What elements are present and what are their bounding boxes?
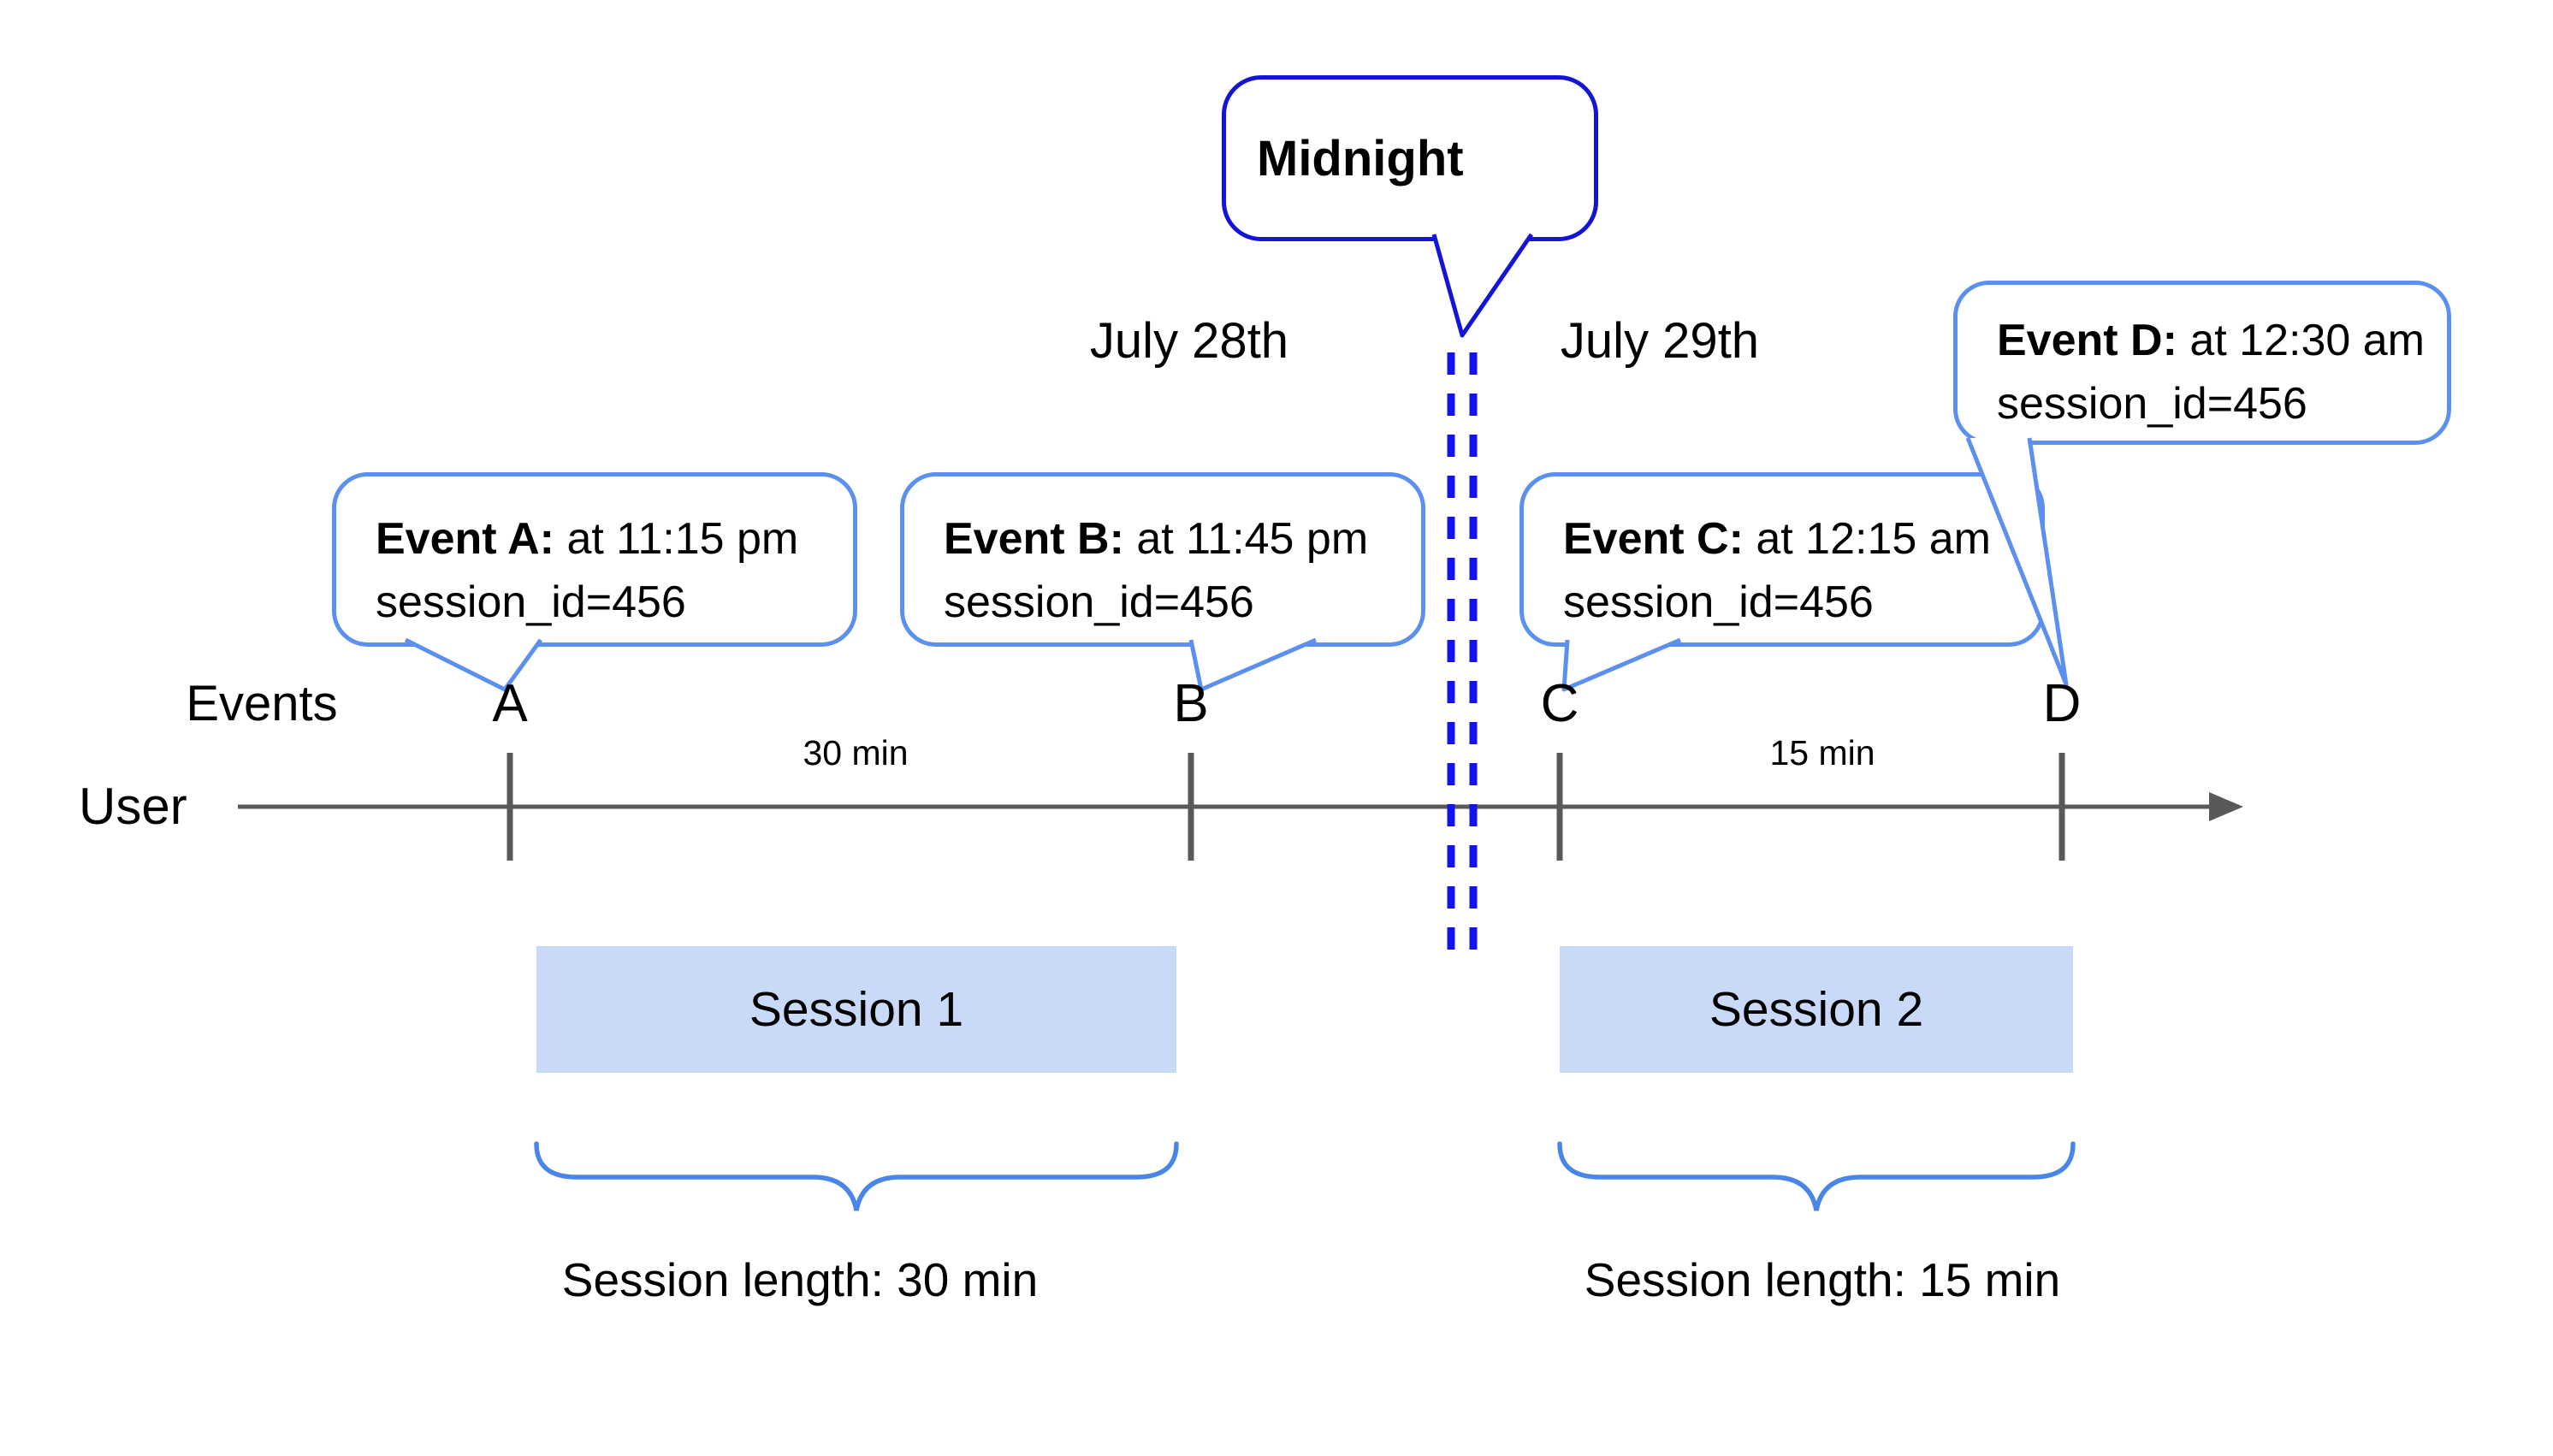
session1-brace bbox=[534, 1141, 1179, 1211]
event-a-callout-line2: session_id=456 bbox=[376, 577, 686, 627]
event-b-callout-line2: session_id=456 bbox=[944, 577, 1254, 627]
midnight-callout-tail bbox=[1431, 233, 1534, 338]
event-d-callout: Event D: at 12:30 am session_id=456 bbox=[1953, 281, 2451, 445]
date-label-july-28: July 28th bbox=[1089, 313, 1289, 369]
event-a-callout-line1: Event A: at 11:15 pm bbox=[376, 514, 799, 564]
midnight-label: Midnight bbox=[1257, 130, 1464, 186]
event-a-callout: Event A: at 11:15 pm session_id=456 bbox=[332, 472, 857, 647]
event-c-callout-line1: Event C: at 12:15 am bbox=[1563, 514, 1991, 564]
event-marker-c: C bbox=[1540, 674, 1579, 733]
events-axis-label: Events bbox=[186, 676, 338, 731]
interval-ab-label: 30 min bbox=[803, 733, 909, 772]
session2-box: Session 2 bbox=[1560, 946, 2073, 1073]
event-b-callout-tail bbox=[1188, 637, 1317, 692]
event-marker-b: B bbox=[1173, 674, 1209, 733]
event-d-callout-line1: Event D: at 12:30 am bbox=[1997, 316, 2425, 365]
event-a-callout-tail bbox=[404, 637, 543, 692]
event-d-callout-line2: session_id=456 bbox=[1997, 379, 2307, 429]
event-marker-d: D bbox=[2042, 674, 2082, 733]
event-marker-a: A bbox=[492, 674, 528, 733]
session2-brace bbox=[1557, 1141, 2076, 1211]
session1-label: Session 1 bbox=[749, 982, 964, 1037]
session2-length-label: Session length: 15 min bbox=[1584, 1253, 2061, 1306]
event-b-callout-line1: Event B: at 11:45 pm bbox=[944, 514, 1369, 564]
event-c-callout-line2: session_id=456 bbox=[1563, 577, 1874, 627]
midnight-callout: Midnight bbox=[1222, 75, 1598, 241]
user-axis-label: User bbox=[79, 778, 187, 835]
event-d-callout-tail bbox=[1965, 437, 2069, 687]
event-c-callout-tail bbox=[1561, 637, 1681, 692]
timeline-arrowhead-icon bbox=[2209, 792, 2243, 821]
session1-length-label: Session length: 30 min bbox=[561, 1253, 1039, 1306]
session1-box: Session 1 bbox=[536, 946, 1176, 1073]
event-b-callout: Event B: at 11:45 pm session_id=456 bbox=[900, 472, 1425, 647]
interval-cd-label: 15 min bbox=[1769, 733, 1875, 772]
session2-label: Session 2 bbox=[1709, 982, 1924, 1037]
date-label-july-29: July 29th bbox=[1560, 313, 1760, 369]
event-c-callout: Event C: at 12:15 am session_id=456 bbox=[1519, 472, 2045, 647]
